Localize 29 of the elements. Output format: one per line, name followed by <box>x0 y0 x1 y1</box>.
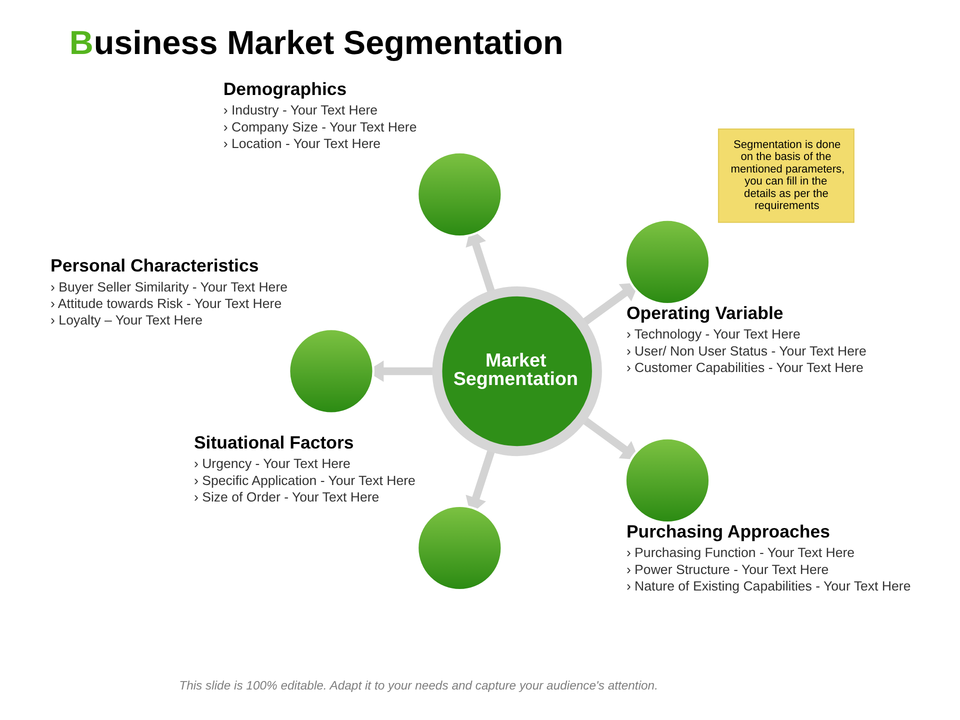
node-label: › Attitude towards Risk - Your Text Here <box>50 296 282 312</box>
node-label: Personal Characteristics <box>50 256 258 276</box>
node-circle: Market Segmentation <box>432 286 602 456</box>
node-label: › Buyer Seller Similarity - Your Text Here <box>50 279 288 294</box>
caption: This slide is 100% editable. Adapt it to your needs and capture your audience's attention. <box>178 678 658 693</box>
node-label: › Nature of Existing Capabilities - Your Text Here <box>626 578 910 594</box>
node-label: › Technology - Your Text Here <box>626 326 800 342</box>
node-label: › Size of Order - Your Text Here <box>193 490 379 504</box>
node-label: › Loyalty – Your Text Here <box>50 312 202 328</box>
node-label: Situational Factors <box>193 432 354 452</box>
node-circle <box>624 437 710 524</box>
node-label: › Company Size - Your Text Here <box>222 119 416 134</box>
node-box: Segmentation is done on the basis of the mentioned parameters, you can fill in the details as per the requirements <box>717 128 854 223</box>
node-label: Purchasing Approaches <box>626 521 830 542</box>
node-label: Demographics <box>222 78 346 99</box>
diagram-title: Business Market Segmentation <box>68 25 563 62</box>
node-label: › Customer Capabilities - Your Text Here <box>626 360 863 375</box>
node-label: › Power Structure - Your Text Here <box>626 562 828 577</box>
node-label: Operating Variable <box>626 302 783 323</box>
node-circle <box>416 151 502 238</box>
node-label: › Purchasing Function - Your Text Here <box>626 545 854 560</box>
node-label: › Specific Application - Your Text Here <box>193 472 415 488</box>
node-circle <box>624 218 710 306</box>
node-circle <box>416 504 502 592</box>
node-circle <box>287 328 374 414</box>
node-label: › Urgency - Your Text Here <box>193 456 350 472</box>
node-label: › User/ Non User Status - Your Text Here <box>626 343 866 358</box>
node-label: › Industry - Your Text Here <box>222 102 378 118</box>
node-label: › Location - Your Text Here <box>222 136 380 151</box>
